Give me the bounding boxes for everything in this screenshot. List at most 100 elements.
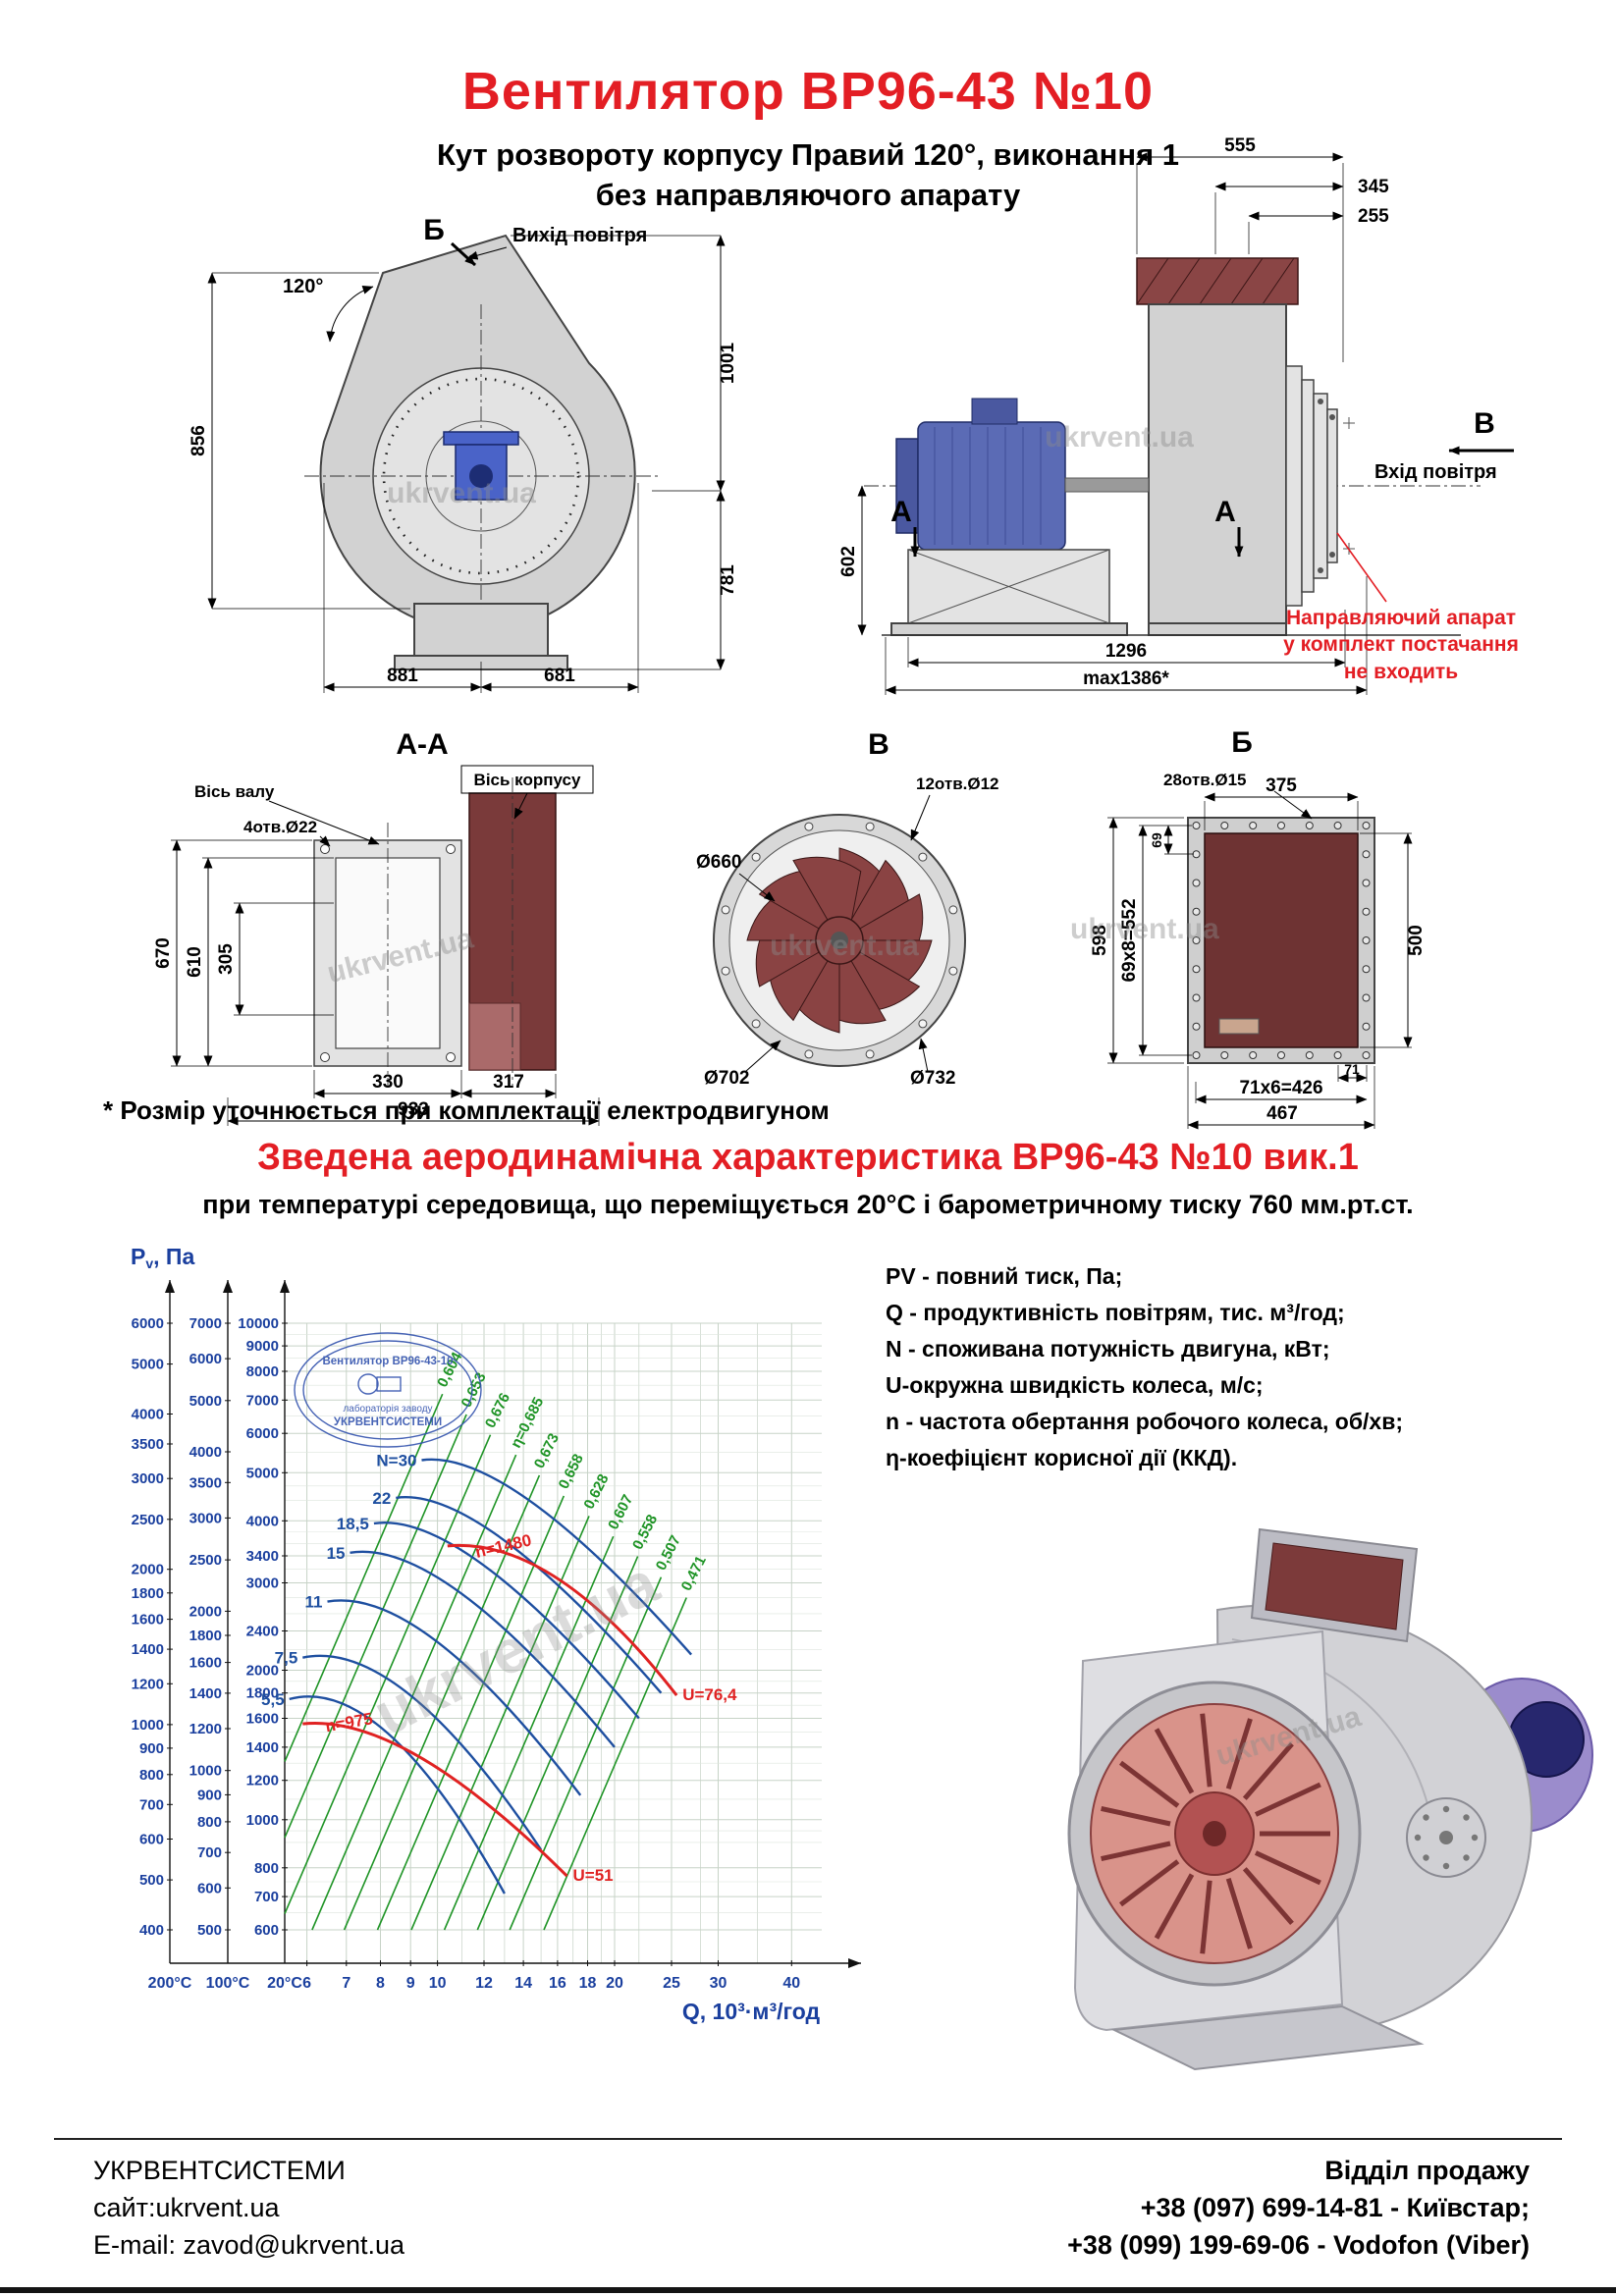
efficiency-label: 0,676 — [482, 1390, 513, 1430]
efficiency-label: 0,607 — [605, 1492, 636, 1532]
stamp-line-3: УКРВЕНТСИСТЕМИ — [334, 1416, 442, 1428]
efficiency-label: 0,628 — [580, 1471, 612, 1512]
efficiency-label: 0,471 — [678, 1553, 710, 1593]
flange-hole — [1192, 822, 1201, 829]
legend-line: U-окружна швидкість колеса, м/с; — [886, 1372, 1264, 1398]
y-tick-label: 6000 — [132, 1315, 164, 1332]
y-tick-label: 5000 — [189, 1393, 222, 1410]
efficiency-line — [376, 1495, 566, 1931]
flange-hole — [1192, 907, 1201, 916]
speed-end-label: U=51 — [573, 1866, 614, 1885]
fan3d-impeller-blades — [1101, 1713, 1330, 1954]
power-curve — [373, 1522, 640, 1720]
y-axis-temp-label: 200°C — [148, 1975, 192, 1992]
y-tick-label: 9000 — [246, 1338, 279, 1355]
dim-label: 467 — [1266, 1103, 1298, 1124]
front-view-dimensions: 856 1001 781 881 681 — [189, 235, 738, 693]
company-name: УКРВЕНТСИСТЕМИ — [93, 2156, 346, 2185]
y-tick-label: 2000 — [189, 1603, 222, 1620]
company-email: E-mail: zavod@ukrvent.ua — [93, 2230, 405, 2260]
x-tick-label: 40 — [782, 1975, 800, 1992]
power-curve — [327, 1599, 582, 1796]
y-tick-label: 700 — [254, 1889, 279, 1905]
fan3d-blade — [1101, 1841, 1171, 1862]
y-tick-label: 600 — [197, 1880, 222, 1896]
impeller-shaft — [831, 932, 848, 949]
y-tick-label: 800 — [197, 1814, 222, 1831]
speed-end-label: U=76,4 — [682, 1685, 737, 1704]
dim-label: max1386* — [1083, 668, 1169, 689]
flange-bolt-dot — [1442, 1862, 1450, 1870]
flange-body — [1187, 817, 1375, 1064]
y-tick-label: 1000 — [132, 1717, 164, 1734]
rim-bolt-hole — [918, 1019, 928, 1029]
y-tick-label: 1600 — [189, 1655, 222, 1672]
flange-hole — [1192, 879, 1201, 887]
dim-label: 255 — [1358, 206, 1389, 227]
rim-bolt-hole — [918, 852, 928, 862]
sales-label: Відділ продажу — [1324, 2156, 1530, 2185]
flange-bolt-holes — [1192, 822, 1371, 1059]
footer-sales-block: Відділ продажу +38 (097) 699-14-81 - Киї… — [1067, 2152, 1530, 2264]
x-axis-title: Q, 10³·м³/год — [682, 1999, 821, 2024]
y-tick-label: 2400 — [246, 1624, 279, 1640]
rim-bolt-hole — [751, 852, 761, 862]
dim-label: 1001 — [718, 342, 738, 384]
y-tick-label: 3500 — [189, 1474, 222, 1491]
flange-hole — [1192, 993, 1201, 1002]
power-curve — [289, 1695, 506, 1895]
efficiency-line — [343, 1474, 541, 1931]
flange-hole — [1362, 1051, 1371, 1059]
y-tick-label: 2500 — [189, 1552, 222, 1569]
efficiency-line — [509, 1576, 663, 1931]
page-subtitle-1: Кут розвороту корпусу Правий 120°, викон… — [436, 137, 1180, 172]
flange-bolt-dot — [1442, 1805, 1450, 1813]
aero-heading: Зведена аеродинамічна характеристика ВР9… — [257, 1137, 1359, 1178]
footer-divider — [54, 2138, 1562, 2140]
y-tick-label: 1800 — [246, 1685, 279, 1702]
efficiency-line — [284, 1414, 467, 1839]
watermark: ukrvent.ua — [1070, 913, 1219, 945]
dim-label: 881 — [387, 666, 418, 686]
fan3d-flange-bolts — [1414, 1805, 1479, 1870]
y-tick-label: 1400 — [132, 1641, 164, 1658]
y-tick-label: 1400 — [189, 1685, 222, 1702]
holes-label: 4отв.Ø22 — [243, 818, 317, 836]
shaft-axis-label: Вісь валу — [194, 782, 275, 801]
impeller-blades — [746, 847, 933, 1034]
rim-bolt-hole — [804, 1049, 814, 1059]
dim-label: 69 — [1149, 832, 1164, 848]
flange-hole — [1333, 822, 1342, 829]
power-curve-label: 18,5 — [337, 1515, 369, 1533]
section-v-annotations: 12отв.Ø12 Ø660 Ø702 Ø732 — [696, 774, 999, 1089]
power-curve-label: 7,5 — [275, 1649, 298, 1668]
fan3d-blade — [1200, 1713, 1212, 1788]
y-axis-title: Pv, Па — [131, 1244, 194, 1271]
legend-line: η-коефіцієнт корисної дії (ККД). — [886, 1445, 1238, 1470]
y-tick-label: 3400 — [246, 1548, 279, 1565]
fan3d-blade — [1242, 1867, 1294, 1926]
x-tick-label: 8 — [376, 1975, 385, 1992]
y-tick-label: 1400 — [246, 1739, 279, 1756]
y-tick-label: 1600 — [246, 1711, 279, 1728]
fan3d-blade — [1242, 1741, 1294, 1800]
efficiency-line — [311, 1454, 517, 1931]
fan3d-blade — [1154, 1728, 1195, 1794]
fan3d-inlet — [1067, 1681, 1362, 1987]
y-tick-label: 5000 — [132, 1357, 164, 1373]
x-tick-label: 14 — [514, 1975, 532, 1992]
page-title: Вентилятор ВР96-43 №10 — [461, 62, 1155, 121]
y-axis-temp-label: 100°C — [206, 1975, 250, 1992]
dim-label: 555 — [1224, 135, 1256, 156]
y-tick-label: 900 — [197, 1787, 222, 1803]
dim-label: 330 — [372, 1072, 404, 1093]
y-tick-label: 3500 — [132, 1436, 164, 1453]
y-tick-label: 3000 — [189, 1510, 222, 1526]
flange-hole — [1305, 1051, 1314, 1059]
flange-hole — [1192, 1022, 1201, 1031]
housing-body — [1148, 303, 1287, 636]
dim-label: 500 — [1406, 925, 1427, 956]
legend-line: n - частота обертання робочого колеса, о… — [886, 1409, 1404, 1434]
x-tick-label: 16 — [549, 1975, 566, 1992]
